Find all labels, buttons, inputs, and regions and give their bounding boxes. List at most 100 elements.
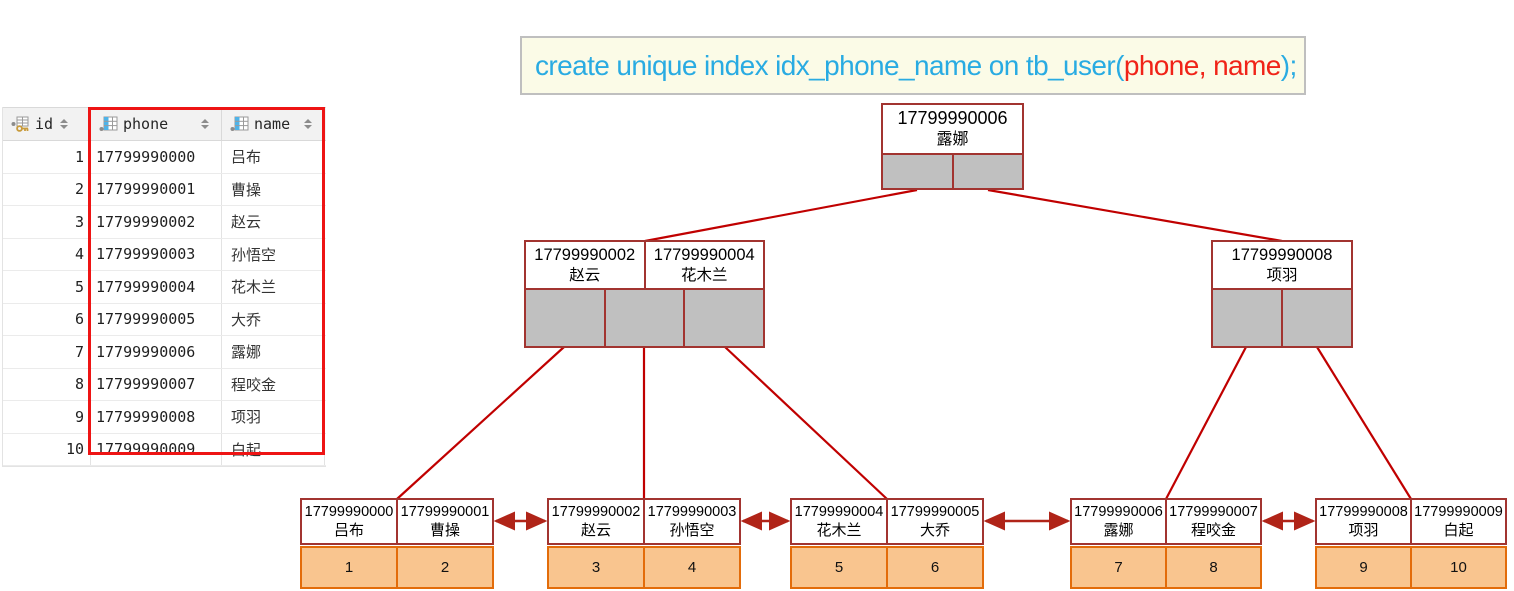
child-pointer-cell — [683, 290, 764, 346]
index-key-cell: 17799990002 赵云 — [526, 242, 644, 288]
key-name: 赵云 — [569, 266, 601, 284]
key-phone: 17799990009 — [1414, 503, 1503, 520]
cell-phone[interactable]: 17799990004 — [91, 271, 222, 303]
key-name: 大乔 — [919, 522, 950, 540]
tree-edge — [724, 346, 888, 500]
cell-phone[interactable]: 17799990001 — [91, 173, 222, 205]
key-phone: 17799990003 — [647, 503, 737, 520]
key-phone: 17799990004 — [794, 503, 884, 520]
cell-name[interactable]: 白起 — [222, 433, 325, 465]
column-header-name[interactable]: name — [222, 108, 325, 140]
table-column-icon — [99, 116, 118, 131]
sort-toggle-icon[interactable] — [201, 119, 209, 129]
row-pointer-cell: 9 — [1317, 548, 1410, 587]
cell-name[interactable]: 项羽 — [222, 401, 325, 433]
sort-toggle-icon[interactable] — [304, 119, 312, 129]
cell-id[interactable]: 2 — [3, 173, 91, 205]
row-pointer-cell: 6 — [886, 548, 982, 587]
index-key-cell: 17799990004 花木兰 — [792, 500, 886, 543]
cell-name[interactable]: 露娜 — [222, 336, 325, 368]
node-pointer-row — [881, 155, 1024, 190]
cell-name[interactable]: 花木兰 — [222, 271, 325, 303]
column-header-label: name — [254, 115, 291, 133]
cell-phone[interactable]: 17799990005 — [91, 303, 222, 335]
key-phone: 17799990002 — [551, 503, 641, 520]
table-column-icon — [230, 116, 249, 131]
key-phone: 17799990008 — [1231, 245, 1333, 264]
cell-phone[interactable]: 17799990003 — [91, 238, 222, 270]
key-phone: 17799990005 — [890, 503, 980, 520]
row-pointer-cell: 10 — [1410, 548, 1505, 587]
row-pointer-cell: 2 — [396, 548, 492, 587]
cell-phone[interactable]: 17799990008 — [91, 401, 222, 433]
key-name: 花木兰 — [816, 522, 862, 540]
key-phone: 17799990002 — [534, 245, 636, 264]
sort-toggle-icon[interactable] — [60, 119, 68, 129]
cell-name[interactable]: 孙悟空 — [222, 238, 325, 270]
cell-name[interactable]: 大乔 — [222, 303, 325, 335]
index-key-cell: 17799990008 项羽 — [1317, 500, 1410, 543]
tree-edge — [987, 188, 1283, 243]
cell-id[interactable]: 9 — [3, 401, 91, 433]
cell-phone[interactable]: 17799990009 — [91, 433, 222, 465]
row-pointer-cell: 1 — [302, 548, 396, 587]
cell-phone[interactable]: 17799990000 — [91, 141, 222, 173]
key-phone: 17799990008 — [1319, 503, 1408, 520]
child-pointer-cell — [603, 290, 684, 346]
key-phone: 17799990006 — [1074, 503, 1163, 520]
column-header-phone[interactable]: phone — [91, 108, 222, 140]
cell-id[interactable]: 4 — [3, 238, 91, 270]
index-key-cell: 17799990005 大乔 — [886, 500, 982, 543]
cell-id[interactable]: 10 — [3, 433, 91, 465]
cell-name[interactable]: 程咬金 — [222, 368, 325, 400]
tree-edge — [1165, 346, 1247, 500]
cell-id[interactable]: 6 — [3, 303, 91, 335]
cell-name[interactable]: 赵云 — [222, 206, 325, 238]
cell-id[interactable]: 8 — [3, 368, 91, 400]
sql-text-segment: ); — [1280, 49, 1298, 81]
cell-id[interactable]: 3 — [3, 206, 91, 238]
key-name: 项羽 — [1348, 522, 1379, 540]
cell-id[interactable]: 7 — [3, 336, 91, 368]
row-pointer-cell: 7 — [1072, 548, 1165, 587]
cell-id[interactable]: 1 — [3, 141, 91, 173]
row-pointer-cell: 3 — [549, 548, 643, 587]
key-phone: 17799990000 — [304, 503, 394, 520]
cell-name[interactable]: 曹操 — [222, 173, 325, 205]
cell-phone[interactable]: 17799990006 — [91, 336, 222, 368]
key-name: 曹操 — [429, 522, 460, 540]
cell-name[interactable]: 吕布 — [222, 141, 325, 173]
cell-phone[interactable]: 17799990002 — [91, 206, 222, 238]
cell-phone[interactable]: 17799990007 — [91, 368, 222, 400]
key-phone: 17799990004 — [653, 245, 755, 264]
key-phone: 17799990007 — [1169, 503, 1258, 520]
cell-id[interactable]: 5 — [3, 271, 91, 303]
column-header-id[interactable]: id — [3, 108, 91, 140]
